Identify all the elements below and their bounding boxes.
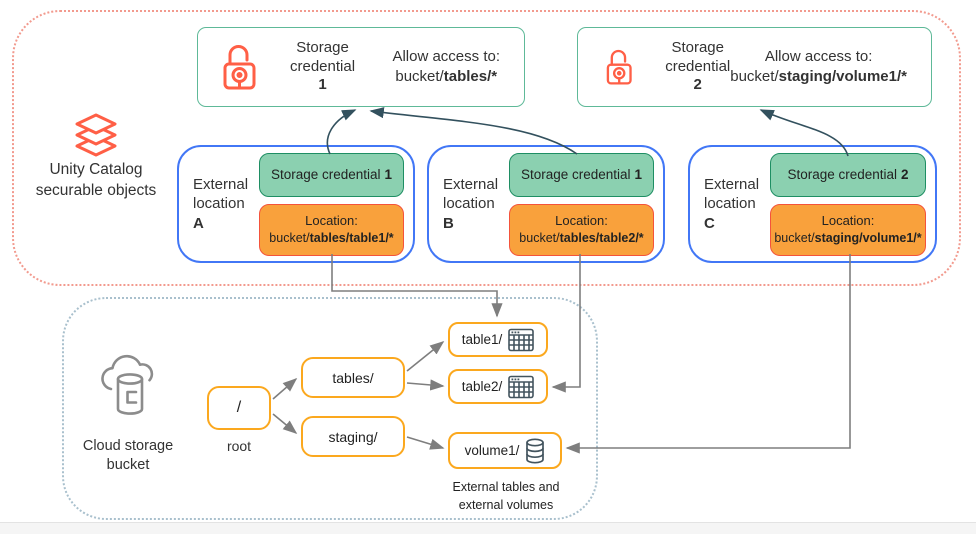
credential-pill-label: Storage credential bbox=[787, 167, 898, 182]
path-bold: staging/volume1/* bbox=[814, 230, 922, 245]
allow-access-label: Allow access to: bbox=[392, 47, 500, 65]
unity-catalog-label-line2: securable objects bbox=[35, 181, 157, 199]
loc-label-line1: External bbox=[704, 175, 760, 193]
location-pill-path: bucket/staging/volume1/* bbox=[774, 230, 921, 247]
credential-pill-number: 2 bbox=[901, 167, 909, 182]
credential-title: Storage credential 1 bbox=[290, 39, 355, 95]
loc-letter: A bbox=[193, 214, 204, 232]
credential-pill-label: Storage credential bbox=[520, 167, 631, 182]
cloud-storage-bucket-label: Cloud storage bucket bbox=[55, 437, 201, 475]
table1-node: table1/ bbox=[448, 322, 548, 357]
lock-icon bbox=[606, 49, 632, 85]
cloud-bucket-icon bbox=[101, 354, 154, 415]
tables-folder-label: tables/ bbox=[332, 369, 374, 386]
location-pill-label: Location: bbox=[555, 213, 608, 229]
credential-title-line1: Storage bbox=[296, 38, 349, 56]
path-bold: tables/table2/* bbox=[559, 230, 644, 245]
location-pill: Location: bucket/staging/volume1/* bbox=[770, 203, 926, 256]
page-bottom-strip bbox=[0, 522, 976, 534]
allow-access-path: bucket/staging/volume1/* bbox=[730, 67, 907, 87]
path-bold: tables/* bbox=[443, 68, 498, 85]
allow-access-label: Allow access to: bbox=[764, 47, 873, 65]
loc-letter: C bbox=[704, 214, 715, 232]
staging-folder-node: staging/ bbox=[301, 416, 405, 457]
location-pill-label: Location: bbox=[305, 213, 358, 229]
table-icon bbox=[508, 375, 535, 398]
credential-pill-number: 1 bbox=[634, 167, 643, 182]
credential-number: 1 bbox=[318, 76, 327, 94]
loc-label-line2: location bbox=[193, 195, 245, 213]
bucket-label-line2: bucket bbox=[106, 456, 150, 473]
path-prefix: bucket/ bbox=[519, 230, 560, 245]
credential-title-line1: Storage bbox=[671, 38, 724, 56]
table2-label: table2/ bbox=[461, 379, 503, 394]
allow-access-path: bucket/tables/* bbox=[392, 67, 500, 87]
path-prefix: bucket/ bbox=[269, 230, 310, 245]
staging-folder-label: staging/ bbox=[328, 428, 378, 445]
path-bold: staging/volume1/* bbox=[778, 68, 907, 85]
table2-node: table2/ bbox=[448, 369, 548, 404]
volume1-node: volume1/ bbox=[448, 432, 562, 469]
allow-access-text: Allow access to: bucket/tables/* bbox=[392, 47, 500, 88]
loc-label-line1: External bbox=[443, 175, 499, 193]
volume1-label: volume1/ bbox=[464, 443, 520, 458]
tree-caption-line2: external volumes bbox=[458, 497, 554, 512]
databricks-logo-icon bbox=[75, 113, 117, 157]
location-pill: Location: bucket/tables/table1/* bbox=[259, 203, 404, 256]
loc-label-line1: External bbox=[193, 175, 249, 193]
credential-title-line2: credential bbox=[665, 57, 731, 75]
root-sublabel: root bbox=[226, 438, 252, 454]
table-icon bbox=[508, 328, 535, 351]
external-location-label: External location C bbox=[704, 175, 770, 234]
path-prefix: bucket/ bbox=[730, 68, 779, 85]
unity-catalog-label-line1: Unity Catalog bbox=[49, 161, 143, 178]
unity-catalog-label: Unity Catalog securable objects bbox=[10, 160, 182, 202]
credential-title-line2: credential bbox=[290, 57, 356, 75]
path-prefix: bucket/ bbox=[774, 230, 815, 245]
path-prefix: bucket/ bbox=[395, 68, 444, 85]
storage-credential-1-card: Storage credential 1 Allow access to: bu… bbox=[197, 27, 525, 107]
loc-label-line2: location bbox=[443, 195, 495, 213]
external-location-label: External location B bbox=[443, 175, 509, 234]
location-pill: Location: bucket/tables/table2/* bbox=[509, 203, 654, 256]
root-node: / bbox=[207, 386, 271, 430]
credential-pill-number: 1 bbox=[384, 167, 393, 182]
credential-title: Storage credential 2 bbox=[665, 39, 730, 95]
lock-icon bbox=[223, 45, 256, 90]
tree-caption-line1: External tables and bbox=[452, 480, 560, 494]
storage-credential-2-card: Storage credential 2 Allow access to: bu… bbox=[577, 27, 932, 107]
volume-icon bbox=[526, 437, 545, 464]
allow-access-text: Allow access to: bucket/staging/volume1/… bbox=[730, 47, 907, 88]
credential-pill-label: Storage credential bbox=[270, 167, 381, 182]
external-location-label: External location A bbox=[193, 175, 259, 234]
loc-letter: B bbox=[443, 214, 454, 232]
credential-number: 2 bbox=[693, 76, 702, 94]
location-pill-path: bucket/tables/table1/* bbox=[269, 230, 393, 247]
tables-folder-node: tables/ bbox=[301, 357, 405, 398]
root-node-label: / bbox=[236, 399, 242, 416]
location-pill-path: bucket/tables/table2/* bbox=[519, 230, 643, 247]
tree-caption: External tables and external volumes bbox=[428, 479, 584, 514]
loc-label-line2: location bbox=[704, 195, 756, 213]
path-bold: tables/table1/* bbox=[309, 230, 394, 245]
location-pill-label: Location: bbox=[821, 213, 875, 229]
bucket-label-line1: Cloud storage bbox=[82, 438, 174, 454]
table1-label: table1/ bbox=[461, 332, 503, 347]
